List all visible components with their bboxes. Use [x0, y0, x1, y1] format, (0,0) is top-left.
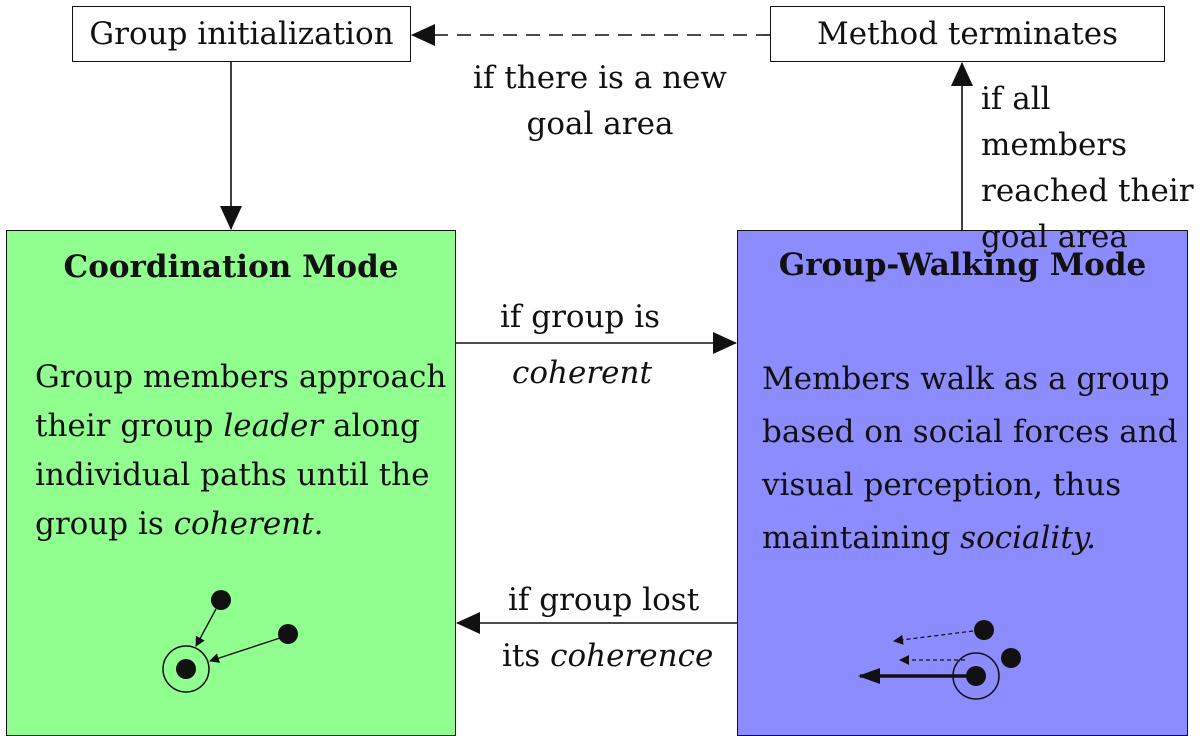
coherent-edge-label: if group is coherent: [500, 289, 740, 401]
new-goal-edge-label: if there is a new goal area: [450, 55, 750, 147]
group-walking-mode-title: Group-Walking Mode: [778, 247, 1147, 283]
all-reached-edge-label: if all members reached their goal area: [981, 76, 1200, 260]
coordination-line-2: their group leader along: [35, 408, 420, 444]
group-walking-mode-description: Members walk as a group based on social …: [762, 353, 1178, 565]
coordination-mode-box: Coordination Mode Group members approach…: [6, 230, 456, 736]
group-walking-mode-box: Group-Walking Mode Members walk as a gro…: [737, 230, 1188, 736]
group-walking-line-4: maintaining sociality.: [762, 520, 1097, 556]
member-dot-2: [278, 624, 298, 644]
leader-dot: [176, 659, 196, 679]
coherence-emphasis: coherence: [550, 638, 714, 674]
method-terminates-box: Method terminates: [770, 6, 1165, 62]
group-walking-line-3: visual perception, thus: [762, 467, 1122, 503]
member-2-path: [209, 637, 281, 663]
coordination-line-4: group is coherent.: [35, 506, 324, 542]
group-walking-line-1: Members walk as a group: [762, 361, 1170, 397]
walker-leader-dot: [966, 666, 986, 686]
coordination-mode-description: Group members approach their group leade…: [35, 353, 446, 549]
new-goal-line-1: if there is a new: [473, 60, 727, 96]
coordination-pictogram: [162, 590, 298, 693]
all-reached-line-2: reached their: [981, 173, 1194, 209]
coordination-line-1: Group members approach: [35, 359, 447, 395]
member-1-walk-direction: [893, 630, 974, 645]
coherent-emphasis: coherent.: [173, 506, 324, 542]
coordination-line-3: individual paths until the: [35, 457, 430, 493]
lost-coherence-edge-label: if group lost its coherence: [502, 572, 742, 684]
leader-ring: [162, 645, 210, 693]
member-dot-1: [211, 590, 231, 610]
coherent-edge-emphasis: coherent: [512, 355, 652, 391]
method-terminates-label: Method terminates: [817, 16, 1118, 52]
leader-emphasis: leader: [223, 408, 324, 444]
new-goal-line-2: goal area: [526, 106, 674, 142]
member-1-path: [195, 608, 217, 647]
all-reached-line-1: if all members: [981, 81, 1128, 163]
lost-line-2: its coherence: [502, 638, 714, 674]
group-initialization-label: Group initialization: [89, 16, 394, 52]
all-reached-line-3: goal area: [981, 219, 1128, 255]
walker-member-dot-1: [974, 620, 994, 640]
coordination-mode-title: Coordination Mode: [63, 249, 399, 285]
group-initialization-box: Group initialization: [72, 6, 411, 62]
sociality-emphasis: sociality.: [960, 520, 1097, 556]
walker-member-dot-2: [1001, 648, 1021, 668]
coherent-line-2: coherent: [500, 345, 740, 401]
lost-line-1: if group lost: [508, 582, 700, 618]
group-walking-pictogram: [858, 620, 1021, 700]
coherent-line-1: if group is: [500, 299, 661, 335]
group-walking-line-2: based on social forces and: [762, 414, 1178, 450]
